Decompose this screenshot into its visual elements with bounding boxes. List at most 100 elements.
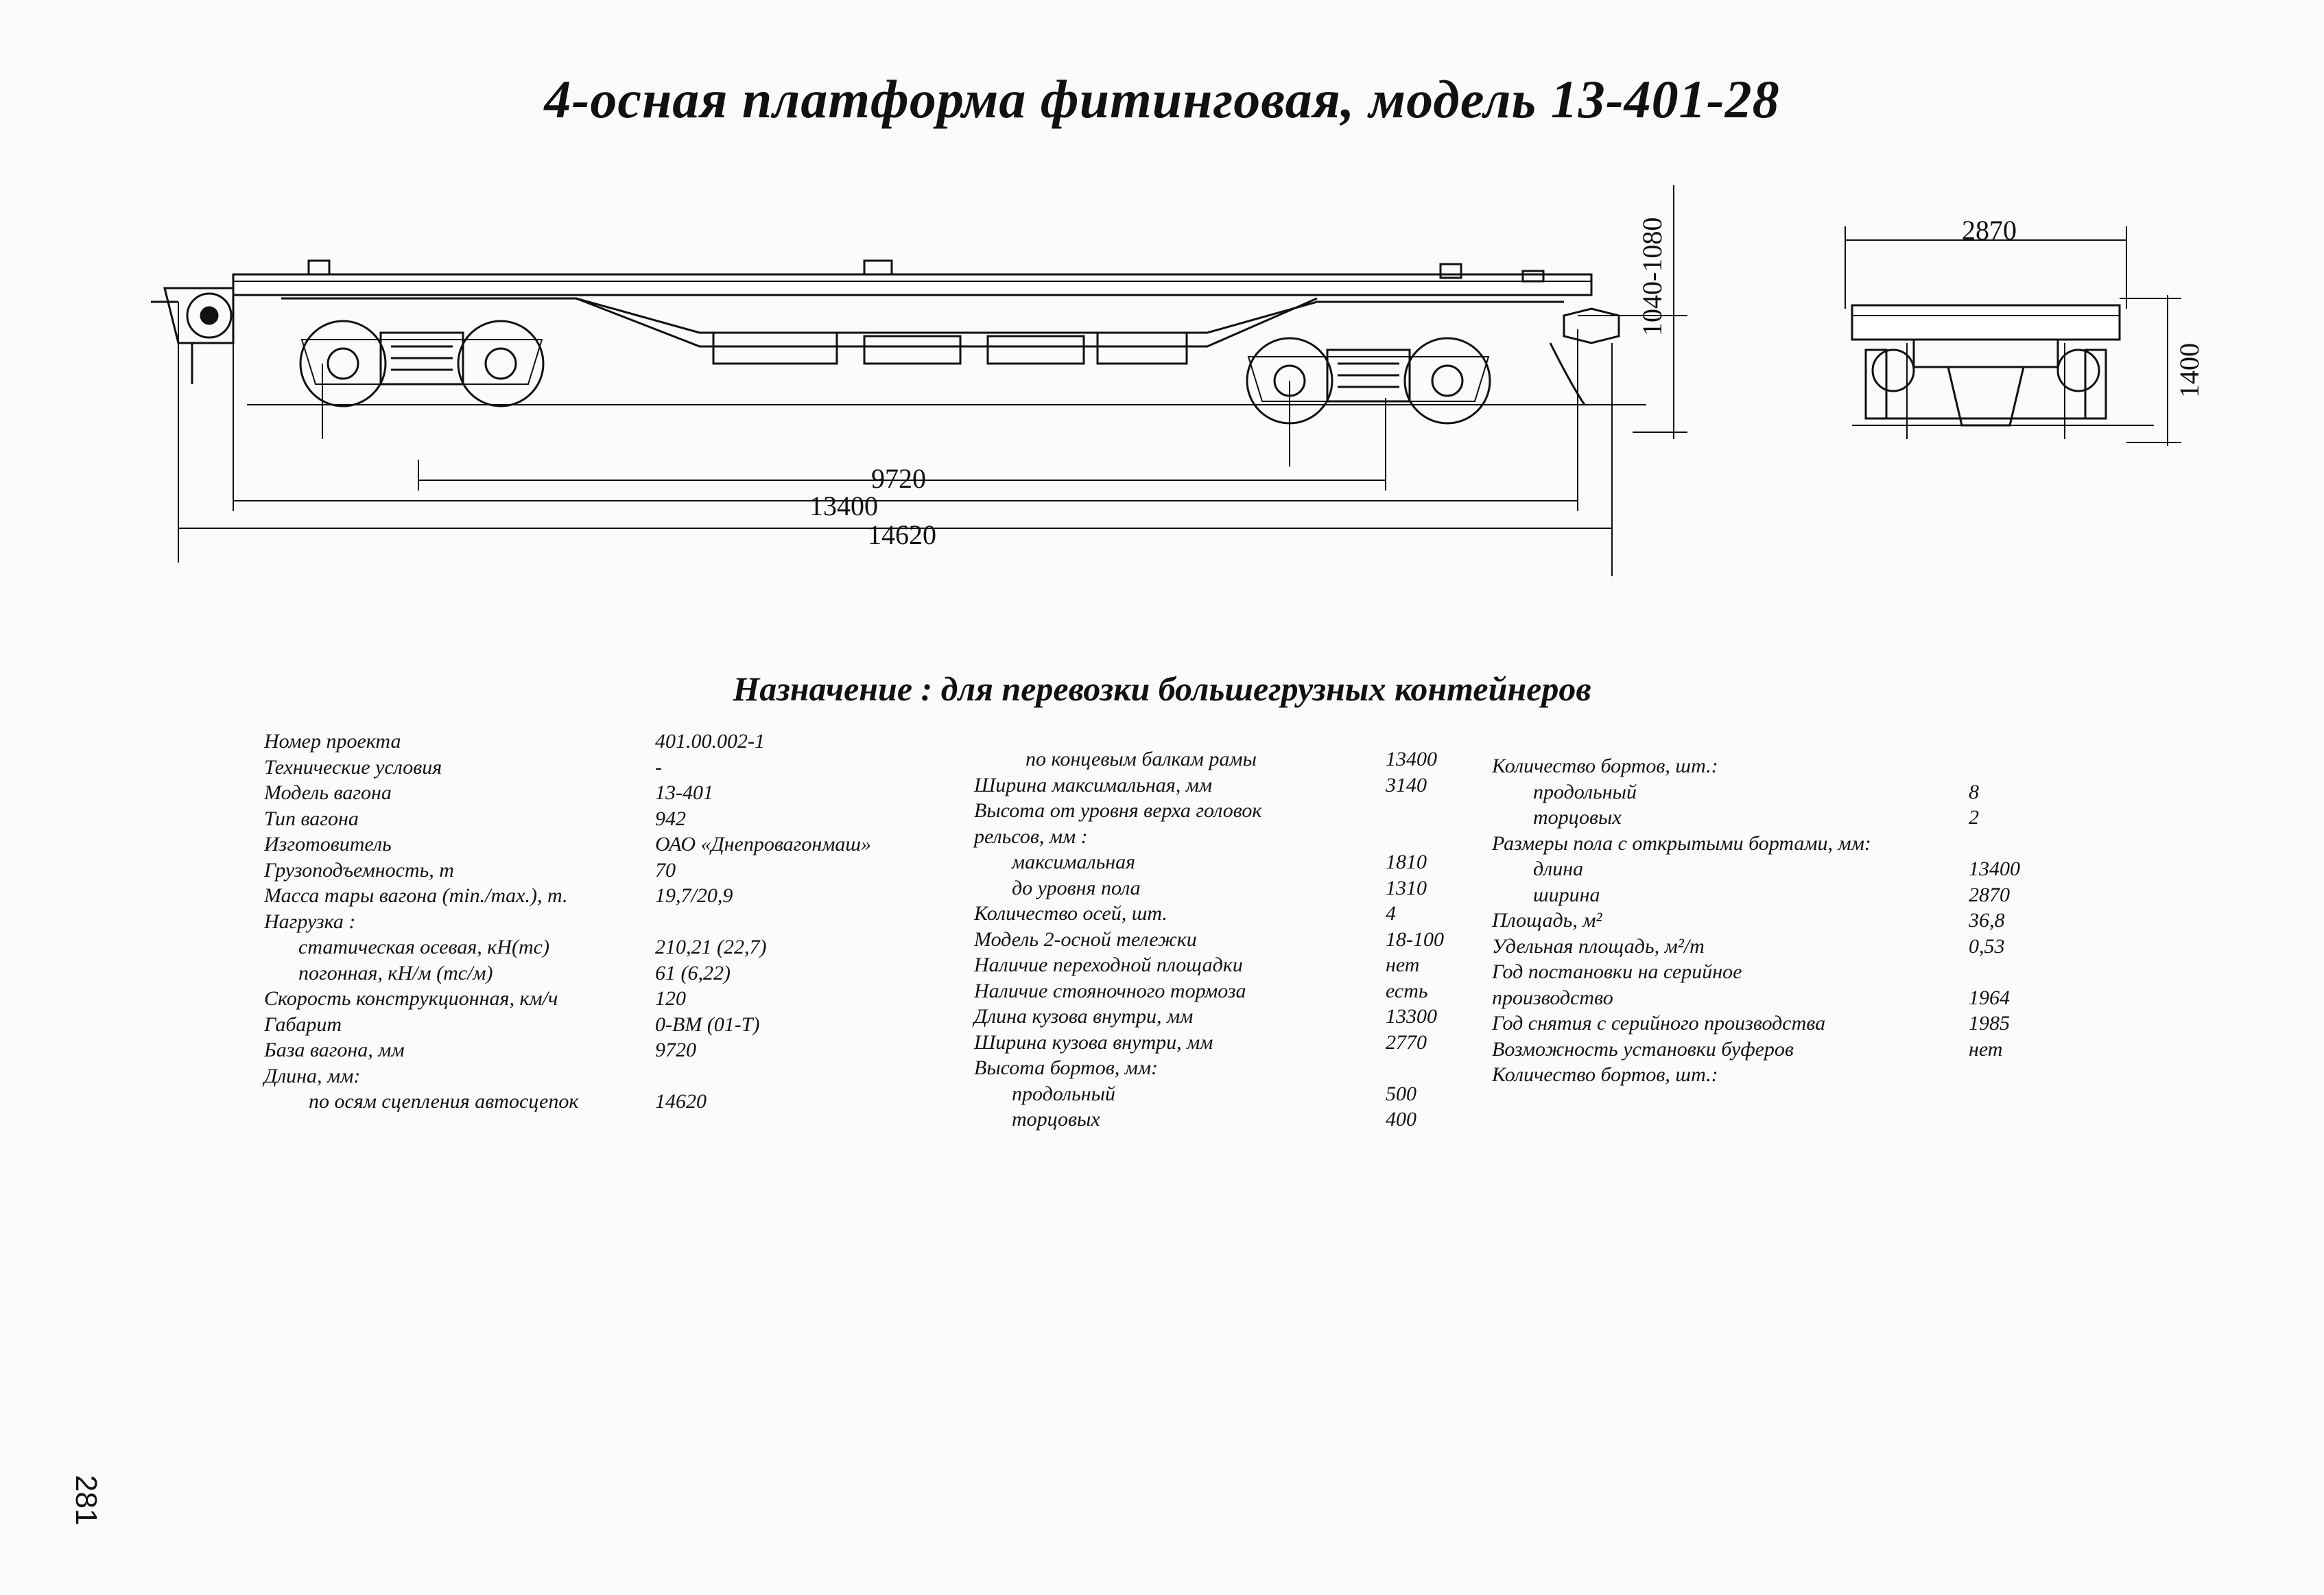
spec-label: Наличие стояночного тормоза (974, 979, 1246, 1002)
spec-value: 2 (1969, 806, 1979, 829)
spec-label: рельсов, мм : (974, 825, 1088, 848)
spec-value: 1810 (1386, 851, 1427, 873)
spec-row: торцовых 400 (974, 1107, 1502, 1133)
spec-label: продольный (1012, 1082, 1115, 1105)
spec-value: 3140 (1386, 773, 1427, 796)
spec-label: Модель 2-осной тележки (974, 928, 1197, 951)
spec-label: Модель вагона (264, 781, 392, 804)
spec-label: производство (1492, 986, 1613, 1009)
spec-row: Высота от уровня верха головок (974, 798, 1502, 824)
spec-row: Технические условия - (264, 755, 950, 781)
spec-row: Нагрузка : (264, 909, 950, 935)
end-dim-height: 1400 (2174, 343, 2205, 398)
spec-value: 9720 (655, 1039, 696, 1061)
spec-row: Высота бортов, мм: (974, 1055, 1502, 1081)
spec-label: Количество осей, шт. (974, 902, 1167, 925)
spec-label: Количество бортов, шт.: (1492, 755, 1718, 777)
spec-label: Тип вагона (264, 807, 359, 830)
spec-label: Ширина максимальная, мм (974, 773, 1213, 796)
spec-label: Наличие переходной площадки (974, 954, 1243, 976)
spec-label: База вагона, мм (264, 1039, 405, 1061)
spec-label: статическая осевая, кН(тс) (298, 936, 549, 958)
spec-value: 0,53 (1969, 934, 2005, 958)
spec-label: Высота от уровня верха головок (974, 799, 1262, 822)
spec-value: 13-401 (655, 781, 713, 804)
spec-label: максимальная (1012, 851, 1136, 873)
spec-value: нет (1386, 954, 1420, 976)
spec-label: ширина (1533, 883, 1600, 906)
dim-frame-length: 13400 (809, 491, 878, 521)
spec-label: по осям сцепления автосцепок (309, 1090, 579, 1113)
spec-label: продольный (1533, 780, 1637, 803)
spec-label: Масса тары вагона (min./max.), т. (264, 884, 568, 907)
spec-label: Ширина кузова внутри, мм (974, 1030, 1213, 1054)
spec-label: погонная, кН/м (тс/м) (298, 961, 493, 984)
spec-value: 14620 (655, 1090, 707, 1113)
spec-label: торцовых (1012, 1108, 1100, 1131)
spec-value: 36,8 (1969, 909, 2005, 932)
spec-row: производство 1964 (1492, 985, 2041, 1011)
spec-row: Масса тары вагона (min./max.), т. 19,7/20… (264, 883, 950, 909)
spec-row: максимальная 1810 (974, 849, 1502, 875)
page-number: 281 (69, 1475, 103, 1526)
spec-label: Год постановки на серийное (1492, 960, 1742, 983)
spec-row: продольный 8 (1492, 779, 2041, 805)
spec-row: Размеры пола с открытыми бортами, мм: (1492, 831, 2041, 857)
spec-label: Длина, мм: (264, 1064, 361, 1087)
spec-row: Количество осей, шт. 4 (974, 901, 1502, 927)
spec-value: есть (1386, 979, 1428, 1002)
spec-value: 4 (1386, 902, 1396, 925)
spec-label: длина (1533, 858, 1584, 880)
spec-value: - (655, 755, 662, 779)
spec-row: Длина кузова внутри, мм 13300 (974, 1004, 1502, 1030)
spec-label: Размеры пола с открытыми бортами, мм: (1492, 831, 1871, 855)
spec-value: 1985 (1969, 1012, 2010, 1035)
spec-value: ОАО «Днепровагонмаш» (655, 833, 872, 855)
spec-row: Длина, мм: (264, 1063, 950, 1089)
spec-row: Тип вагона 942 (264, 806, 950, 832)
spec-label: Номер проекта (264, 730, 401, 753)
spec-label: по концевым балкам рамы (1025, 748, 1257, 770)
spec-label: Высота бортов, мм: (974, 1056, 1159, 1079)
spec-label: Грузоподъемность, т (264, 858, 454, 882)
spec-value: 13300 (1386, 1005, 1437, 1028)
spec-label: Габарит (264, 1013, 342, 1036)
spec-label: Удельная площадь, м²/т (1492, 934, 1705, 958)
spec-value: 19,7/20,9 (655, 884, 733, 907)
spec-label: Количество бортов, шт.: (1492, 1063, 1718, 1086)
spec-value: 120 (655, 987, 686, 1010)
spec-value: 0-ВМ (01-Т) (655, 1013, 760, 1036)
dim-height-range: 1040-1080 (1637, 217, 1668, 336)
spec-row: Количество бортов, шт.: (1492, 753, 2041, 779)
end-dim-width: 2870 (1962, 215, 2017, 246)
spec-label: Длина кузова внутри, мм (974, 1005, 1194, 1028)
spec-value: 1964 (1969, 986, 2010, 1009)
spec-row: Наличие стояночного тормоза есть (974, 978, 1502, 1004)
spec-row: База вагона, мм 9720 (264, 1037, 950, 1063)
spec-value: 8 (1969, 780, 1979, 803)
spec-row: Габарит 0-ВМ (01-Т) (264, 1012, 950, 1038)
spec-value: 210,21 (22,7) (655, 936, 767, 958)
dim-total-length: 14620 (868, 519, 936, 550)
spec-value: 942 (655, 807, 686, 830)
purpose-heading: Назначение : для перевозки большегрузных… (733, 670, 1591, 708)
spec-value: нет (1969, 1037, 2003, 1061)
spec-row: погонная, кН/м (тс/м)61 (6,22) (264, 960, 950, 986)
spec-value: 2770 (1386, 1030, 1427, 1054)
spec-label: Технические условия (264, 755, 442, 779)
spec-value: 400 (1386, 1108, 1416, 1131)
spec-label: до уровня пола (1012, 876, 1141, 899)
